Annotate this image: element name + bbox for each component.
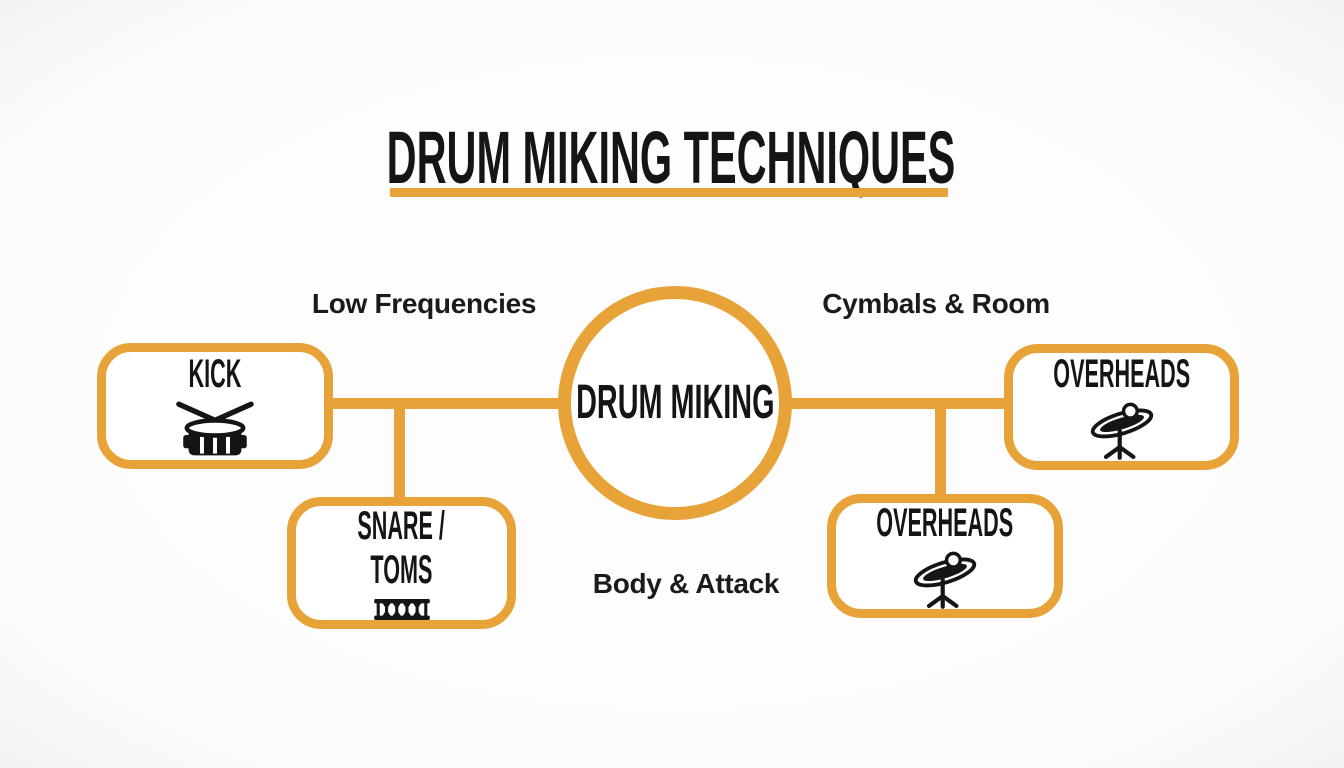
node-kick: KICK <box>97 343 333 469</box>
overheads-top-label: OVERHEADS <box>1053 352 1190 396</box>
drum-shell-side-icon <box>373 599 430 620</box>
node-snare-toms: SNARE / TOMS <box>287 497 516 629</box>
title-underline <box>390 188 948 197</box>
snare-toms-label-line1: SNARE / <box>357 504 446 548</box>
page-title: DRUM MIKING TECHNIQUES <box>386 116 956 199</box>
connector-hub-to-kick <box>330 398 560 409</box>
cymbal-on-stand-icon <box>913 551 977 609</box>
overheads-bottom-label: OVERHEADS <box>876 501 1014 545</box>
connector-branch-to-overheads-bottom <box>935 402 946 497</box>
annotation-cymbals-room: Cymbals & Room <box>822 288 1050 319</box>
center-node-label: DRUM MIKING <box>575 376 775 429</box>
snare-toms-label-line2: TOMS <box>370 548 433 592</box>
kick-label: KICK <box>188 352 242 396</box>
annotation-body-attack: Body & Attack <box>592 568 780 599</box>
connector-hub-to-overheads-top <box>788 398 1006 409</box>
center-node-drum-miking: DRUM MIKING <box>558 286 792 520</box>
annotation-low-frequencies: Low Frequencies <box>311 288 537 319</box>
snare-drum-with-sticks-icon <box>176 401 254 456</box>
node-overheads-bottom: OVERHEADS <box>827 494 1063 618</box>
cymbal-on-stand-icon <box>1090 402 1153 460</box>
node-overheads-top: OVERHEADS <box>1004 344 1239 470</box>
connector-branch-to-snare-toms <box>394 402 405 500</box>
